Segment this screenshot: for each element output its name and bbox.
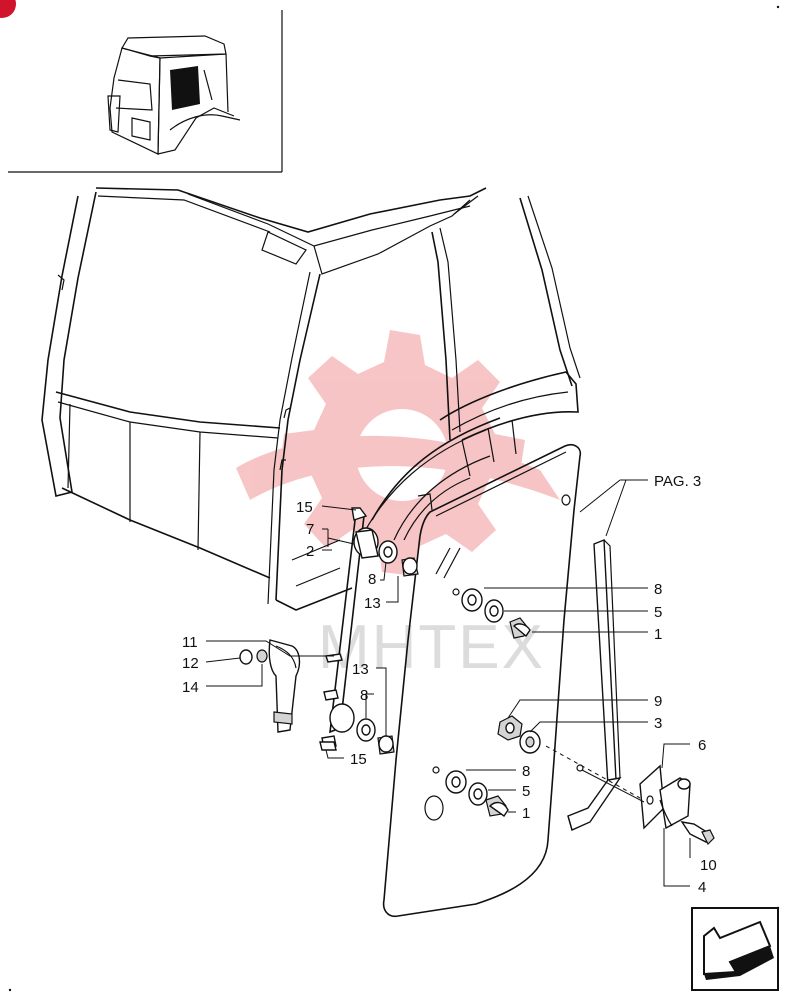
callout-5-lower: 5 — [522, 783, 530, 800]
upper-washer-8a — [378, 540, 398, 564]
callout-15-top: 15 — [296, 499, 313, 516]
door-glass-panel — [382, 443, 582, 918]
page-reference-label[interactable]: PAG. 3 — [654, 473, 701, 490]
callout-13-upper: 13 — [364, 595, 381, 612]
washer-3 — [519, 730, 541, 754]
washer-5b — [468, 782, 488, 806]
door-seal-strip — [567, 538, 622, 831]
handle-ring-12 — [239, 649, 253, 665]
callout-13-lower: 13 — [352, 661, 369, 678]
callout-8-lower-right: 8 — [522, 763, 530, 780]
watermark-text: MHTEX — [318, 613, 545, 682]
callout-15-bottom: 15 — [350, 751, 367, 768]
callout-9: 9 — [654, 693, 662, 710]
bolt-10 — [680, 821, 715, 846]
leader-lines — [205, 479, 691, 887]
callout-8-lower-left: 8 — [360, 687, 368, 704]
callout-1-upper: 1 — [654, 626, 662, 643]
cab-thumbnail-icon — [107, 35, 241, 155]
callout-3: 3 — [654, 715, 662, 732]
washer-8d — [432, 766, 467, 794]
next-page-arrow-icon[interactable] — [691, 907, 779, 991]
handle-nut-14 — [256, 649, 268, 663]
upper-hinge-barrel — [353, 527, 379, 559]
callout-7: 7 — [306, 521, 314, 538]
washer-5a — [484, 599, 504, 623]
washer-8b — [452, 588, 483, 612]
clip-15-bottom — [319, 741, 337, 751]
lower-hinge-barrel — [329, 703, 355, 733]
callout-14: 14 — [182, 679, 199, 696]
callout-12: 12 — [182, 655, 199, 672]
door-handle — [268, 639, 301, 733]
bolt-1b — [485, 795, 509, 817]
cab-frame-drawing — [41, 187, 581, 611]
callout-2: 2 — [306, 543, 314, 560]
upper-bushing-13a — [401, 557, 419, 577]
watermark-logo-icon — [236, 330, 560, 576]
inset-thumbnail-frame — [8, 10, 283, 173]
callout-1-lower: 1 — [522, 805, 530, 822]
callout-11: 11 — [182, 634, 198, 651]
callout-8-upper-right: 8 — [654, 581, 662, 598]
corner-marker-icon — [0, 0, 16, 18]
lower-bushing-13b — [377, 735, 395, 755]
bolt-1a — [509, 617, 531, 639]
callout-10: 10 — [700, 857, 717, 874]
callout-6: 6 — [698, 737, 706, 754]
callout-8-upper-left: 8 — [368, 571, 376, 588]
seal-dots — [576, 764, 584, 772]
nut-9 — [497, 715, 523, 741]
bracket-hinge-4 — [659, 777, 691, 830]
lower-washer-8c — [356, 718, 376, 742]
callout-5-upper: 5 — [654, 604, 662, 621]
callout-4: 4 — [698, 879, 706, 896]
